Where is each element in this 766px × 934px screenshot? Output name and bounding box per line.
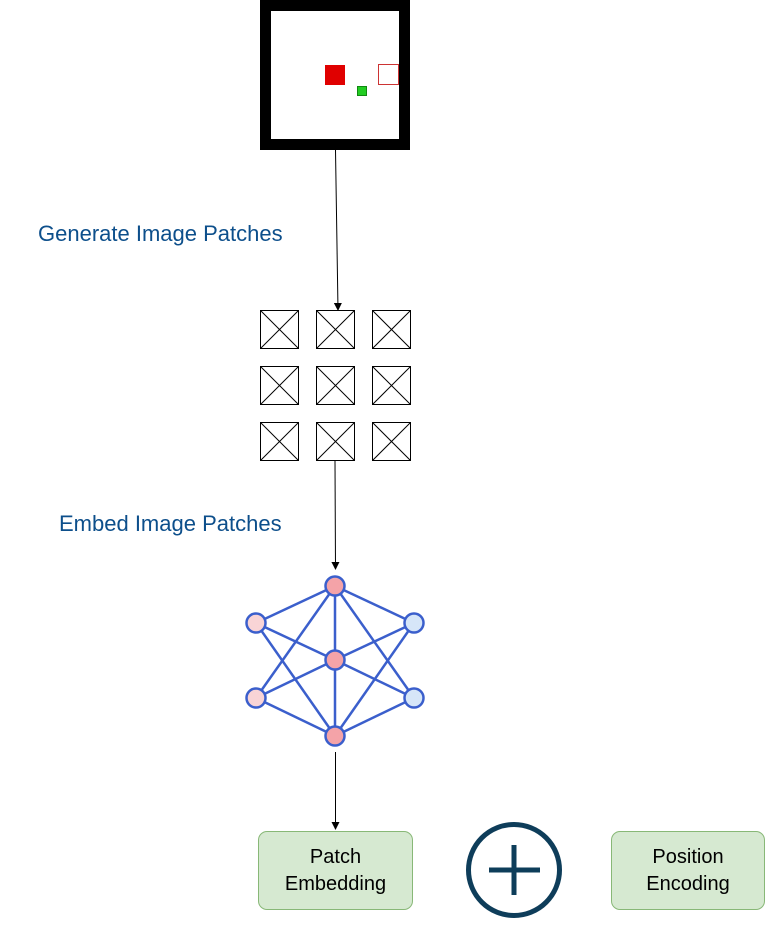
arrow-to-patches — [333, 149, 342, 311]
network-edge — [334, 584, 415, 625]
image-patch — [316, 422, 355, 461]
plus-circle — [466, 822, 562, 918]
position-encoding-box: Position Encoding — [611, 831, 765, 910]
image-patch — [372, 366, 411, 405]
network-edge — [334, 696, 415, 738]
image-patch — [316, 310, 355, 349]
patch-grid — [260, 310, 411, 461]
network-node — [245, 612, 267, 634]
image-patch — [260, 366, 299, 405]
image-patch — [372, 422, 411, 461]
image-patch — [372, 310, 411, 349]
network-node — [324, 725, 346, 747]
network-node — [324, 649, 346, 671]
network-edge — [334, 621, 415, 662]
neural-network — [245, 575, 425, 747]
network-node — [403, 687, 425, 709]
network-edge — [333, 622, 416, 737]
network-edge — [255, 621, 336, 662]
embed-patches-label: Embed Image Patches — [59, 511, 282, 536]
network-node — [245, 687, 267, 709]
network-edge — [255, 696, 336, 738]
input-image — [260, 0, 410, 150]
patch-embedding-box: Patch Embedding — [258, 831, 413, 910]
network-node — [403, 612, 425, 634]
image-patch — [316, 366, 355, 405]
plus-icon — [466, 822, 562, 918]
arrow-to-network — [331, 460, 340, 570]
network-edge — [255, 584, 336, 625]
goal-outline — [378, 64, 399, 85]
network-node — [324, 575, 346, 597]
agent-square — [357, 86, 367, 96]
image-patch — [260, 310, 299, 349]
network-edge — [254, 622, 337, 737]
red-object — [325, 65, 345, 85]
generate-patches-label: Generate Image Patches — [38, 221, 283, 246]
image-patch — [260, 422, 299, 461]
